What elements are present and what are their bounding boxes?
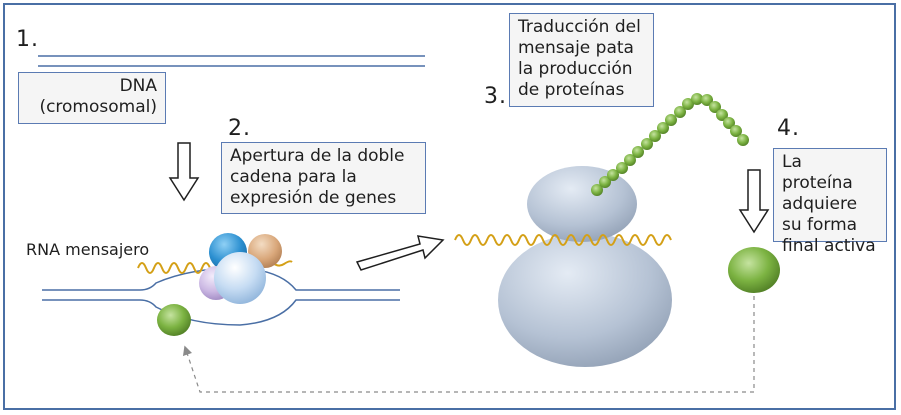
proteina-box: La proteína adquiere su forma final acti…: [773, 148, 887, 256]
proteina-line-4: final activa: [782, 236, 876, 256]
peptide-bead: [716, 109, 728, 121]
peptide-bead: [730, 125, 742, 137]
peptide-bead: [599, 176, 611, 188]
peptide-bead: [624, 154, 636, 166]
peptide-bead: [632, 146, 644, 158]
peptide-bead: [682, 98, 694, 110]
dna-open-bubble: [42, 267, 400, 326]
proteina-line-3: su forma: [782, 215, 858, 235]
proteina-line-2: adquiere: [782, 194, 858, 214]
peptide-bead: [649, 130, 661, 142]
step-4-number: 4.: [777, 116, 800, 141]
peptide-chain: [591, 93, 749, 196]
step-1-number: 1.: [16, 27, 39, 52]
peptide-bead: [723, 117, 735, 129]
diagram-frame: [3, 3, 896, 410]
peptide-bead: [616, 162, 628, 174]
apertura-line-1: Apertura de la doble: [230, 146, 405, 166]
green-protein-final: [728, 247, 780, 293]
peptide-bead: [674, 106, 686, 118]
peptide-bead: [665, 114, 677, 126]
peptide-bead: [591, 184, 603, 196]
down-arrow-icon: [168, 142, 200, 202]
peptide-bead: [607, 169, 619, 181]
mrna-strand-ribosome: [454, 234, 672, 246]
traduccion-line-1: Traducción del: [518, 17, 641, 37]
peptide-bead: [691, 93, 703, 105]
mrna-strand-step2: [137, 262, 219, 274]
peptide-bead: [657, 122, 669, 134]
peptide-bead: [709, 101, 721, 113]
proteina-line-1: La proteína: [782, 152, 853, 193]
dna-chromosomal-strands: [38, 55, 425, 67]
dashed-feedback-arrow: [182, 296, 755, 393]
down-arrow-right-icon: [738, 169, 770, 234]
traduccion-line-4: de proteínas: [518, 80, 625, 100]
right-arrow-icon: [355, 235, 445, 271]
peptide-bead: [737, 134, 749, 146]
dna-chromosomal-box: DNA (cromosomal): [18, 72, 166, 124]
peptide-bead: [641, 138, 653, 150]
apertura-box: Apertura de la doble cadena para la expr…: [221, 142, 426, 214]
dna-box-line-1: DNA: [119, 76, 157, 96]
apertura-line-3: expresión de genes: [230, 188, 397, 208]
traduccion-line-3: la producción: [518, 59, 633, 79]
ribosome-large-subunit: [498, 233, 672, 367]
green-protein-step2: [157, 304, 191, 336]
apertura-line-2: cadena para la: [230, 167, 357, 187]
peptide-bead: [701, 94, 713, 106]
ribosome-small-subunit: [527, 166, 637, 242]
rna-mensajero-label: RNA mensajero: [26, 240, 150, 259]
polymerase-sphere: [214, 252, 266, 304]
step-2-number: 2.: [228, 116, 251, 141]
dna-box-line-2: (cromosomal): [39, 97, 157, 117]
step-3-number: 3.: [484, 84, 507, 109]
traduccion-box: Traducción del mensaje pata la producció…: [509, 13, 654, 107]
traduccion-line-2: mensaje pata: [518, 38, 634, 58]
